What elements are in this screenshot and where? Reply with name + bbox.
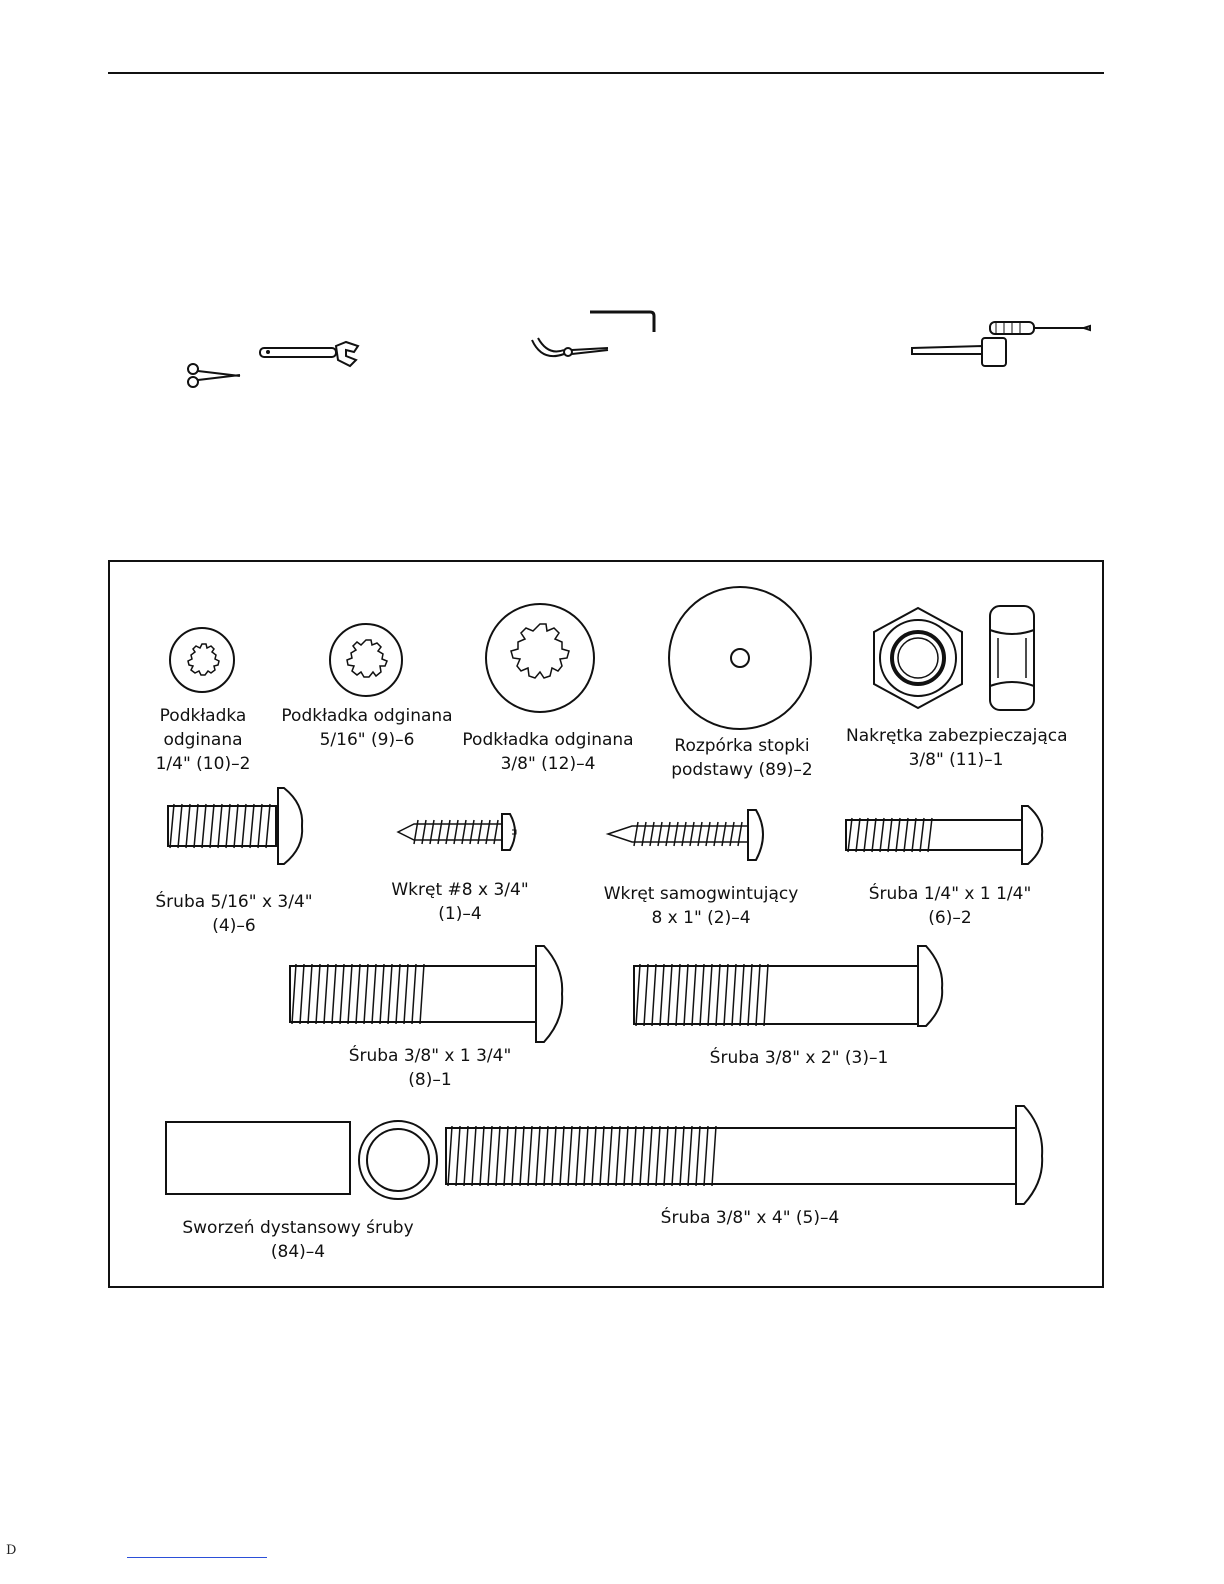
washer-5-16-label: Podkładka odginana 5/16" (9)–6 [281,706,453,750]
screw-8-x-3-4-illustration [396,813,517,851]
bolt-spacer-end-illustration [358,1120,438,1200]
header-rule [108,72,1104,74]
lock-nut-top-illustration [873,606,963,710]
hardware-identification-chart [108,560,1104,1288]
washer-quarter-label: Podkładka odginana 1/4" (10)–2 [155,706,251,774]
bolt-3-8-x-2-illustration [633,945,944,1027]
bolt-3-8-x-4-label: Śruba 3/8" x 4" (5)–4 [660,1208,840,1228]
bolt-3-8-x-1-3-4-label: Śruba 3/8" x 1 3/4" (8)–1 [348,1046,512,1090]
needle-nose-pliers-icon [531,337,609,358]
bolt-spacer-label: Sworzeń dystansowy śruby (84)–4 [182,1218,414,1262]
bolt-1-4-x-1-1-4-label: Śruba 1/4" x 1 1/4" (6)–2 [868,884,1032,928]
star-washer-5-16-illustration [329,623,403,697]
adjustable-wrench-icon [259,340,360,368]
washer-3-8-label: Podkładka odginana 3/8" (12)–4 [462,730,634,774]
self-tapping-screw-label: Wkręt samogwintujący 8 x 1" (2)–4 [603,884,799,928]
base-spacer-illustration [668,586,812,730]
screw-8-x-3-4-label: Wkręt #8 x 3/4" (1)–4 [391,880,529,924]
lock-nut-side-illustration [989,605,1035,711]
rubber-mallet-icon [911,337,1007,367]
bolt-5-16-x-3-4-illustration [167,787,304,865]
base-spacer-label: Rozpórka stopki podstawy (89)–2 [671,736,813,780]
phillips-screwdriver-icon [989,321,1091,335]
star-washer-quarter-illustration [169,627,235,693]
star-washer-3-8-illustration [485,603,595,713]
lock-nut-label: Nakrętka zabezpieczająca 3/8" (11)–1 [846,726,1068,770]
bolt-spacer-side-illustration [165,1121,351,1195]
bolt-1-4-x-1-1-4-illustration [845,805,1044,865]
bolt-5-16-x-3-4-label: Śruba 5/16" x 3/4" (4)–6 [155,892,313,936]
scissors-icon [187,363,241,388]
footer-letter: D [6,1543,17,1558]
bolt-3-8-x-4-illustration [445,1105,1044,1205]
allen-wrench-icon [590,310,656,332]
footer-link-underline[interactable] [127,1557,267,1558]
bolt-3-8-x-2-label: Śruba 3/8" x 2" (3)–1 [709,1048,889,1068]
bolt-3-8-x-1-3-4-illustration [289,945,564,1043]
self-tapping-screw-illustration [605,809,764,861]
